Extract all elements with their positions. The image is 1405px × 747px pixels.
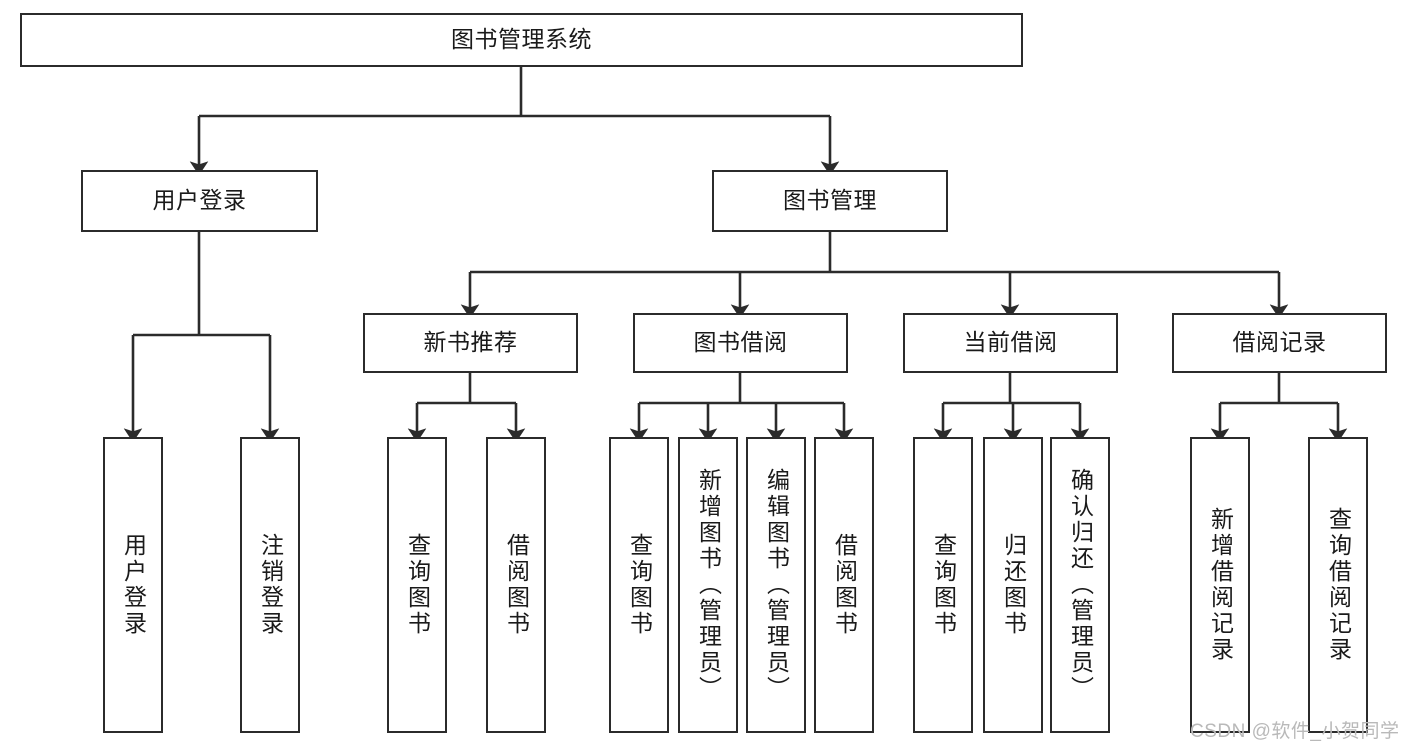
node-label-current-borrow: 当前借阅 [963,329,1058,356]
node-label-leaf-edit-book: 编辑图书（管理员） [763,468,790,702]
node-label-leaf-borrow-book-2: 借阅图书 [831,533,858,637]
node-current-borrow[interactable]: 当前借阅 [903,313,1118,373]
node-label-leaf-query-book-1: 查询图书 [404,533,431,637]
node-label-root: 图书管理系统 [451,26,592,53]
node-leaf-query-book-1[interactable]: 查询图书 [387,437,447,733]
node-label-leaf-query-book-3: 查询图书 [930,533,957,637]
node-new-book-rec[interactable]: 新书推荐 [363,313,578,373]
node-label-new-book-rec: 新书推荐 [423,329,518,356]
node-label-leaf-add-record: 新增借阅记录 [1207,507,1234,663]
node-label-leaf-query-record: 查询借阅记录 [1325,507,1352,663]
node-leaf-edit-book[interactable]: 编辑图书（管理员） [746,437,806,733]
node-leaf-user-login[interactable]: 用户登录 [103,437,163,733]
node-leaf-query-book-2[interactable]: 查询图书 [609,437,669,733]
node-label-leaf-borrow-book-1: 借阅图书 [503,533,530,637]
node-leaf-query-book-3[interactable]: 查询图书 [913,437,973,733]
node-label-leaf-return-book: 归还图书 [1000,533,1027,637]
node-label-user-login: 用户登录 [152,187,247,214]
node-leaf-return-book[interactable]: 归还图书 [983,437,1043,733]
node-leaf-user-logout[interactable]: 注销登录 [240,437,300,733]
node-label-leaf-confirm-return: 确认归还（管理员） [1067,468,1094,702]
node-leaf-add-record[interactable]: 新增借阅记录 [1190,437,1250,733]
node-leaf-confirm-return[interactable]: 确认归还（管理员） [1050,437,1110,733]
node-leaf-add-book[interactable]: 新增图书（管理员） [678,437,738,733]
node-label-book-mgmt: 图书管理 [783,187,877,214]
node-book-mgmt[interactable]: 图书管理 [712,170,948,232]
node-leaf-borrow-book-2[interactable]: 借阅图书 [814,437,874,733]
node-label-borrow-record: 借阅记录 [1232,329,1327,356]
edge-paths [123,67,1348,443]
node-leaf-borrow-book-1[interactable]: 借阅图书 [486,437,546,733]
node-label-leaf-add-book: 新增图书（管理员） [695,468,722,702]
node-label-leaf-user-logout: 注销登录 [257,533,284,637]
node-label-book-borrow: 图书借阅 [693,329,788,356]
node-label-leaf-query-book-2: 查询图书 [626,533,653,637]
node-root[interactable]: 图书管理系统 [20,13,1023,67]
node-user-login[interactable]: 用户登录 [81,170,318,232]
node-borrow-record[interactable]: 借阅记录 [1172,313,1387,373]
node-leaf-query-record[interactable]: 查询借阅记录 [1308,437,1368,733]
node-label-leaf-user-login: 用户登录 [120,533,147,637]
node-book-borrow[interactable]: 图书借阅 [633,313,848,373]
